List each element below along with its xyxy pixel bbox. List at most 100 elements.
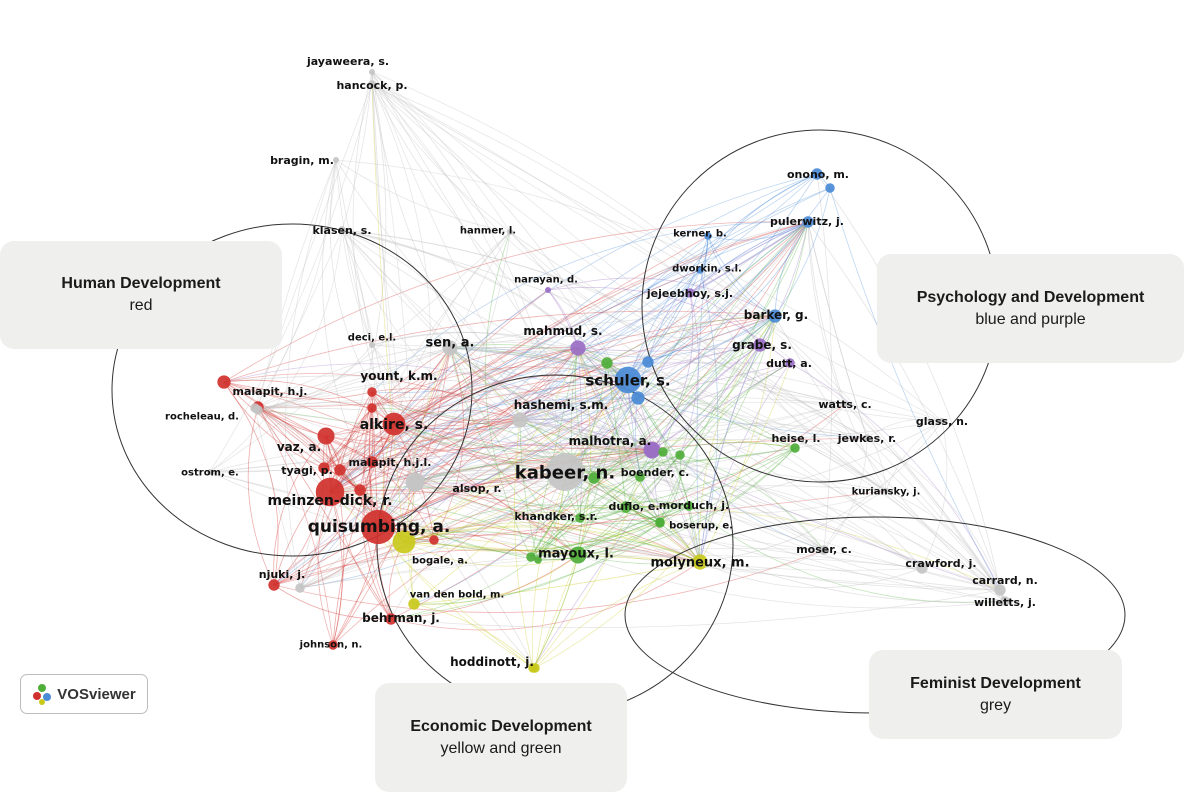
network-node[interactable] [354, 484, 366, 496]
network-node[interactable] [442, 340, 458, 356]
network-node[interactable] [620, 501, 632, 513]
network-edge [371, 444, 653, 463]
network-edge [449, 347, 579, 353]
network-node[interactable] [333, 157, 339, 163]
network-node[interactable] [545, 287, 551, 293]
node-label: jejeebhoy, s.j. [646, 287, 733, 300]
network-node[interactable] [512, 412, 528, 428]
network-node[interactable] [408, 598, 420, 610]
network-node[interactable] [407, 476, 423, 492]
network-edge [662, 221, 809, 453]
network-edge [323, 235, 709, 469]
network-edge [273, 221, 809, 586]
network-node[interactable] [588, 472, 600, 484]
network-node[interactable] [385, 613, 397, 625]
network-node[interactable] [863, 434, 871, 442]
network-node[interactable] [392, 530, 416, 554]
network-node[interactable] [601, 357, 613, 369]
network-node[interactable] [825, 183, 835, 193]
network-node[interactable] [429, 535, 439, 545]
network-edge [921, 420, 948, 569]
network-node[interactable] [570, 340, 586, 356]
network-node[interactable] [569, 546, 587, 564]
network-node[interactable] [315, 477, 345, 507]
network-node[interactable] [368, 80, 376, 88]
network-node[interactable] [819, 545, 829, 555]
network-node[interactable] [939, 418, 945, 424]
network-node[interactable] [317, 427, 335, 445]
network-node[interactable] [842, 401, 848, 407]
network-edge [371, 344, 416, 485]
network-node[interactable] [644, 442, 660, 458]
network-node[interactable] [658, 447, 668, 457]
network-node[interactable] [360, 509, 396, 545]
network-node[interactable] [295, 583, 305, 593]
network-edge [371, 269, 701, 393]
network-node[interactable] [575, 513, 585, 523]
network-edge [593, 221, 809, 479]
network-node[interactable] [207, 469, 213, 475]
network-edge [223, 373, 521, 421]
network-node[interactable] [635, 472, 645, 482]
network-node[interactable] [328, 640, 338, 650]
network-node[interactable] [704, 232, 712, 240]
network-node[interactable] [994, 584, 1006, 596]
network-node[interactable] [614, 366, 642, 394]
network-node[interactable] [1000, 596, 1010, 606]
network-edge [577, 347, 1001, 591]
network-edge [564, 315, 776, 473]
network-edge [659, 362, 791, 523]
network-node[interactable] [785, 358, 795, 368]
network-edge [390, 589, 1001, 629]
network-node[interactable] [382, 412, 406, 436]
network-edge [414, 447, 796, 483]
network-node[interactable] [366, 456, 378, 468]
network-edge [371, 347, 579, 409]
network-node[interactable] [534, 556, 542, 564]
network-edge [577, 347, 701, 563]
network-node[interactable] [528, 663, 538, 673]
network-edge [299, 437, 868, 589]
network-node[interactable] [685, 288, 695, 298]
network-edge [329, 269, 701, 493]
network-node[interactable] [802, 216, 814, 228]
network-edge [647, 269, 701, 363]
network-edge [577, 187, 831, 349]
network-node[interactable] [696, 266, 704, 274]
network-node[interactable] [526, 552, 536, 562]
network-edge [341, 229, 629, 381]
network-edge [577, 505, 690, 556]
network-node[interactable] [675, 450, 685, 460]
network-node[interactable] [811, 168, 823, 180]
network-node[interactable] [655, 517, 665, 527]
network-edge [329, 491, 701, 563]
network-edge [403, 541, 701, 563]
network-node[interactable] [367, 403, 377, 413]
network-node[interactable] [367, 387, 377, 397]
network-node[interactable] [916, 562, 928, 574]
network-node[interactable] [883, 488, 889, 494]
network-edge [209, 231, 511, 473]
network-node[interactable] [369, 69, 375, 75]
network-node[interactable] [338, 226, 346, 234]
network-node[interactable] [318, 462, 330, 474]
network-node[interactable] [768, 309, 782, 323]
network-node[interactable] [642, 356, 654, 368]
network-node[interactable] [268, 579, 280, 591]
network-edge [257, 347, 451, 411]
network-node[interactable] [334, 464, 346, 476]
network-edge [823, 437, 868, 551]
network-node[interactable] [753, 338, 767, 352]
network-node[interactable] [684, 501, 694, 511]
network-node[interactable] [369, 342, 375, 348]
network-node[interactable] [790, 443, 800, 453]
network-node[interactable] [217, 375, 231, 389]
network-node[interactable] [250, 403, 260, 413]
network-node[interactable] [507, 229, 513, 235]
network-node[interactable] [692, 554, 708, 570]
network-node[interactable] [546, 453, 584, 491]
network-node[interactable] [631, 391, 645, 405]
network-edge [390, 447, 796, 620]
network-edge [371, 331, 629, 381]
network-edge [209, 229, 343, 473]
